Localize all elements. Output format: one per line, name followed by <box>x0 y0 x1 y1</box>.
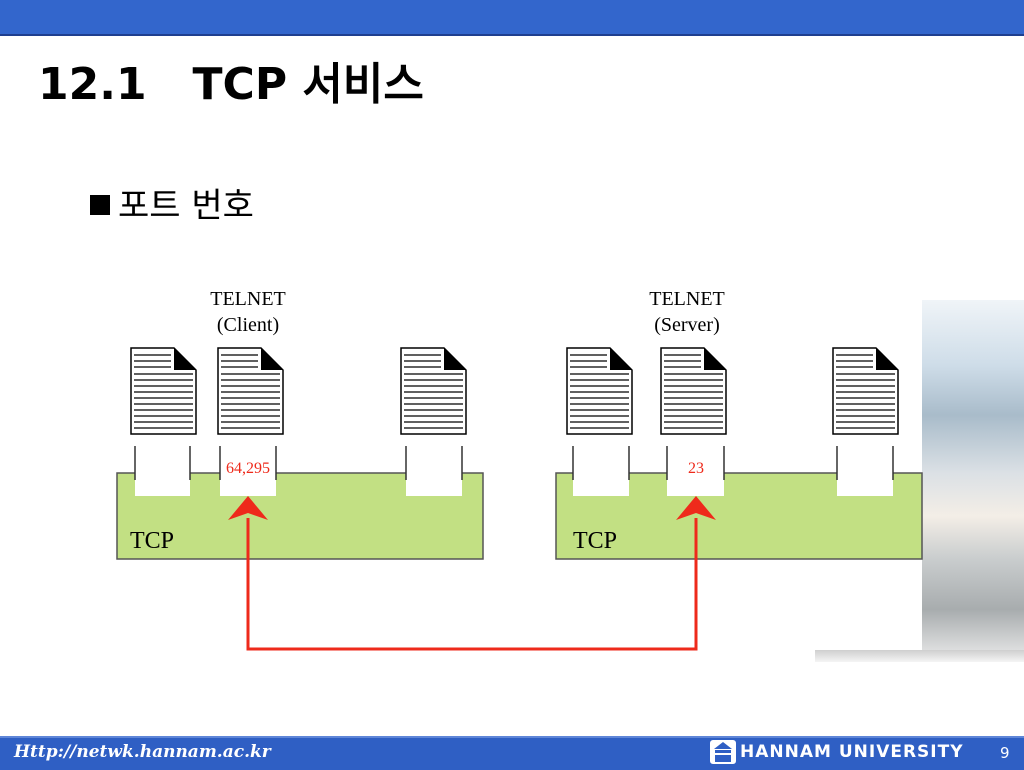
photo-shadow <box>815 650 1024 662</box>
university-name: HANNAM UNIVERSITY <box>740 742 964 762</box>
left-app-title: TELNET <box>210 288 286 310</box>
client-port-number: 64,295 <box>226 460 270 477</box>
bullet-text: 포트 번호 <box>118 186 254 226</box>
client-arrowhead-icon <box>228 496 268 520</box>
left-app-subtitle: (Client) <box>217 314 279 336</box>
footer-bar <box>0 736 1024 770</box>
bullet-item: 포트 번호 <box>90 178 254 227</box>
university-logo-icon <box>710 740 736 764</box>
right-port-slots <box>572 446 894 496</box>
right-app-subtitle: (Server) <box>654 314 720 336</box>
server-port-number: 23 <box>688 460 704 477</box>
background-photo <box>922 300 1024 660</box>
square-bullet-icon <box>90 194 110 215</box>
page-number: 9 <box>1000 744 1010 762</box>
connection-line <box>246 518 698 651</box>
left-tcp-label: TCP <box>130 528 174 554</box>
slide-title: 12.1 TCP 서비스 <box>38 59 424 110</box>
server-arrowhead-icon <box>676 496 716 520</box>
right-app-title: TELNET <box>649 288 725 310</box>
right-process-1-icon <box>566 347 633 435</box>
telnet-client-process-icon <box>217 347 284 435</box>
port-number-diagram: TELNET (Client) TELNET (Server) TCP TCP … <box>116 288 923 651</box>
right-process-3-icon <box>832 347 899 435</box>
left-port-slots <box>134 446 463 496</box>
right-tcp-label: TCP <box>573 528 617 554</box>
telnet-server-process-icon <box>660 347 727 435</box>
footer-url-link[interactable]: Http://netwk.hannam.ac.kr <box>14 742 271 762</box>
top-bar <box>0 0 1024 36</box>
left-process-1-icon <box>130 347 197 435</box>
left-process-3-icon <box>400 347 467 435</box>
